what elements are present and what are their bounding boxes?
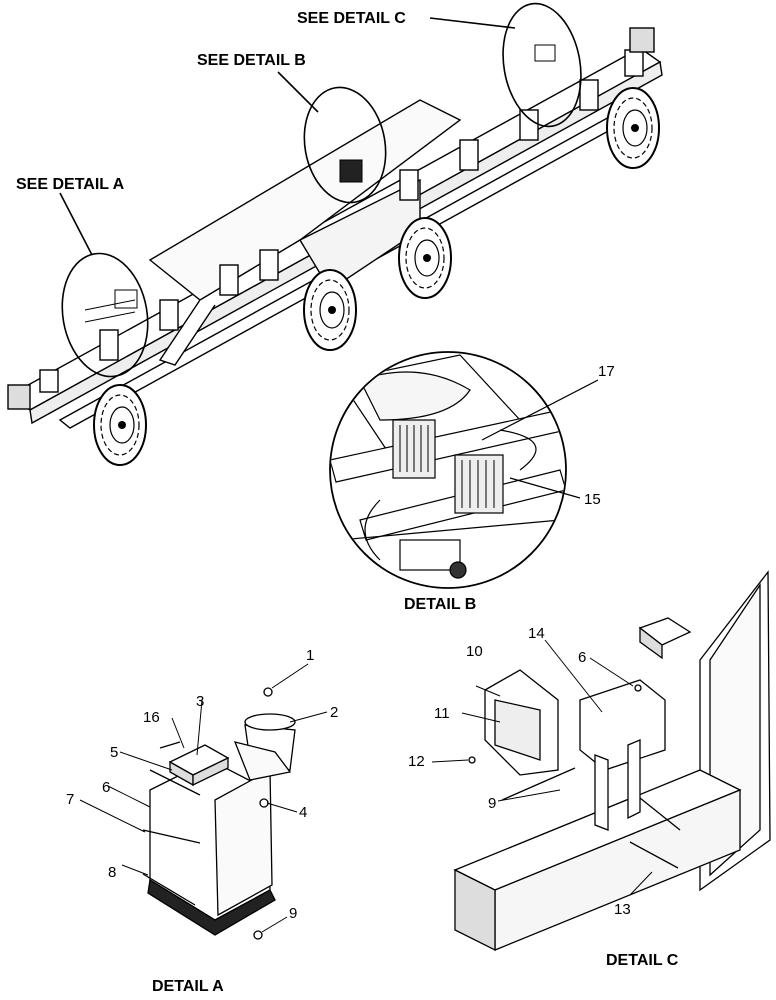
part-number-6-detail-c: 6 [578,649,587,666]
see-detail-b-label: SEE DETAIL B [197,52,306,69]
detail-a-title: DETAIL A [152,978,224,995]
detail-c-title: DETAIL C [606,952,679,969]
part-number-4: 4 [299,804,308,821]
see-detail-a-label: SEE DETAIL A [16,176,125,193]
part-number-17: 17 [598,363,615,380]
detail-a-circle [61,252,149,378]
part-number-5: 5 [110,744,119,761]
detail-b-title: DETAIL B [404,596,477,613]
part-number-14: 14 [528,625,545,642]
part-number-16: 16 [143,709,160,726]
part-number-6-detail-a: 6 [102,779,111,796]
part-number-2: 2 [330,704,339,721]
part-number-11: 11 [434,705,450,722]
detail-c-view [431,570,771,952]
part-number-10: 10 [466,643,483,660]
detail-c-circle [502,2,582,128]
detail-a-view [79,663,328,940]
detail-b-circle [303,86,387,204]
part-number-15: 15 [584,491,601,508]
part-number-9-detail-a: 9 [289,905,298,922]
part-number-7: 7 [66,791,75,808]
see-detail-c-label: SEE DETAIL C [297,10,406,27]
part-number-12: 12 [408,753,425,770]
part-number-8: 8 [108,864,117,881]
detail-b-view [329,351,599,589]
part-number-9-detail-c: 9 [488,795,497,812]
part-number-3: 3 [196,693,205,710]
part-number-13: 13 [614,901,631,918]
part-number-1: 1 [306,647,315,664]
toolbar-frame [7,27,663,429]
